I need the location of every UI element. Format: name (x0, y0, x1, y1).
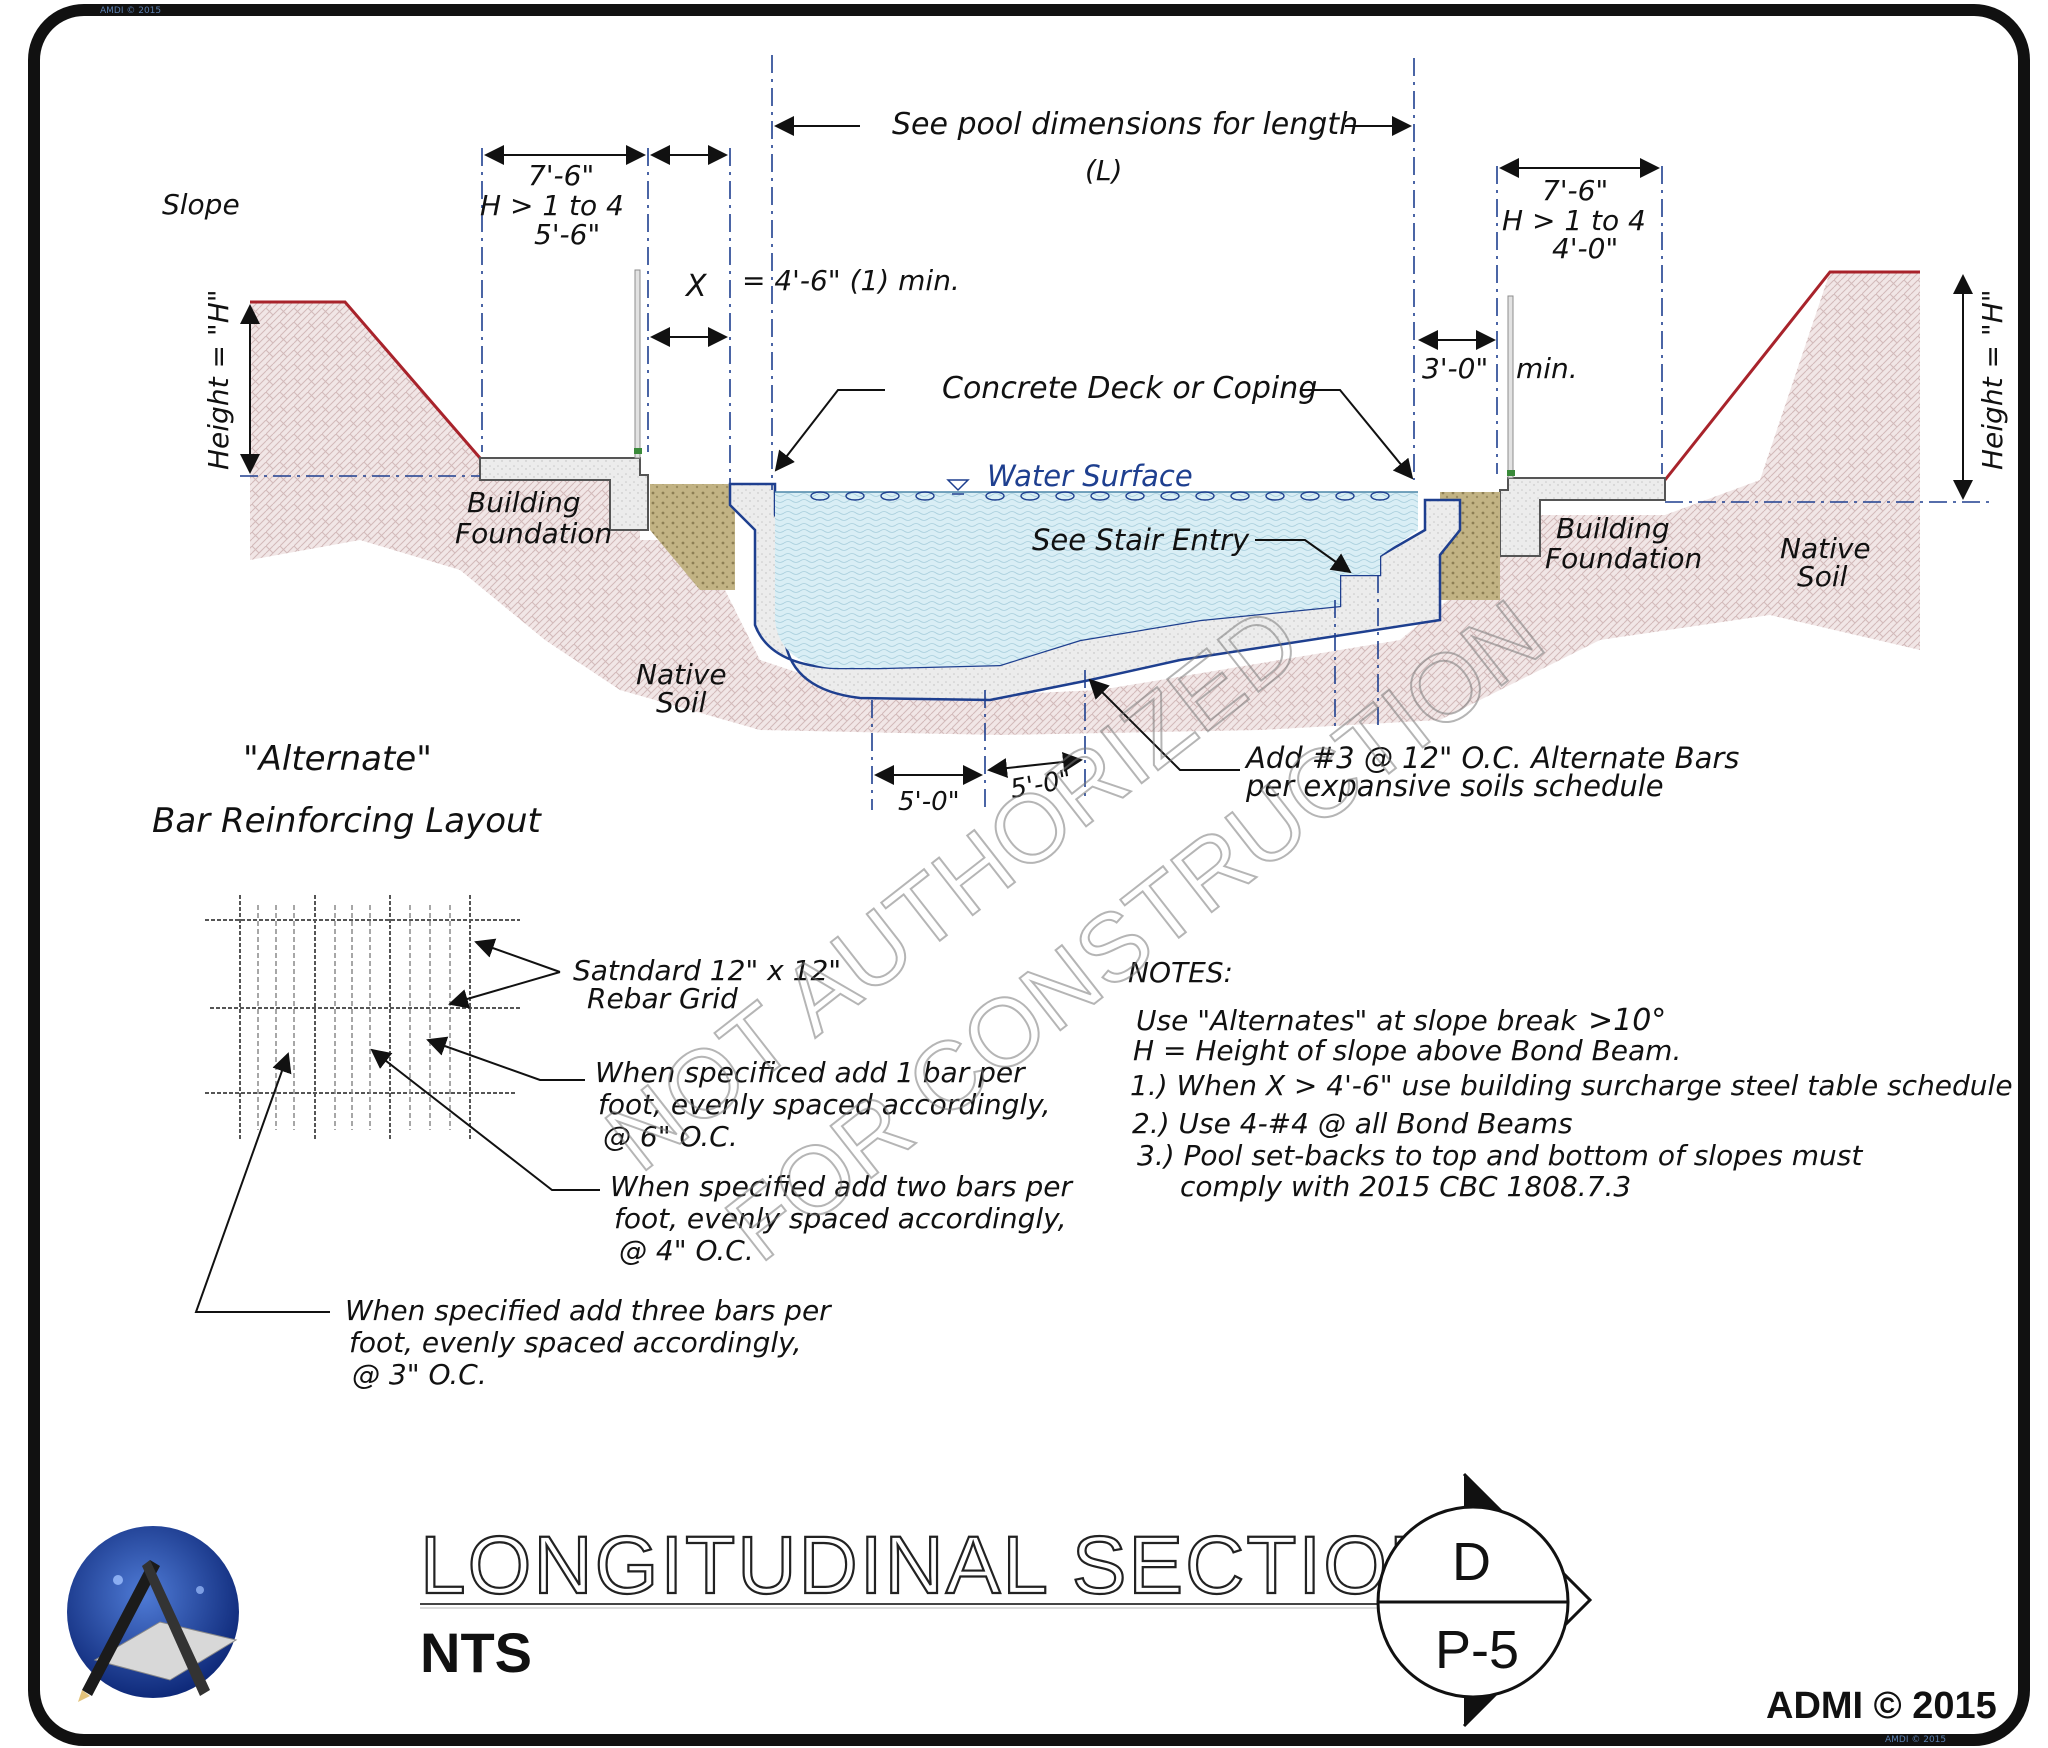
grid-leader-1 (474, 938, 561, 973)
notes-line6: comply with 2015 CBC 1808.7.3 (1180, 1170, 1631, 1203)
left-setback-top: 7'-6" (528, 159, 594, 192)
pool-length-note: See pool dimensions for length (892, 107, 1358, 142)
alternate-bars (257, 905, 451, 1130)
grid-leader-2 (448, 971, 561, 1009)
right-height-label: Height = "H" (1976, 289, 2009, 470)
sheet-number: P-5 (1435, 1620, 1519, 1680)
alt-bars-leader (1088, 678, 1240, 771)
one-bar-line2: foot, evenly spaced accordingly, (598, 1088, 1050, 1121)
alt-bars-line2: per expansive soils schedule (1245, 769, 1664, 803)
two-bars-line1: When specified add two bars per (610, 1170, 1074, 1203)
right-setback-middle: H > 1 to 4 (1502, 204, 1646, 237)
pool-length-symbol: (L) (1085, 154, 1122, 187)
stair-label: See Stair Entry (1032, 523, 1250, 557)
notes-heading: NOTES: (1128, 956, 1233, 989)
right-foundation-line2: Foundation (1545, 542, 1702, 575)
right-green-marker (1507, 470, 1515, 476)
native-soil-mass (250, 272, 1920, 735)
detail-letter: D (1452, 1532, 1491, 1592)
right-min-suffix: min. (1516, 352, 1578, 385)
left-green-marker (634, 448, 642, 454)
sheet-border (28, 4, 2030, 1746)
right-min-value: 3'-0" (1422, 352, 1488, 385)
pool-shell (728, 482, 1462, 702)
water-surface-marks (810, 491, 1390, 501)
rebar-title-line1: "Alternate" (243, 739, 432, 779)
floor-dim-2 (987, 752, 1083, 778)
left-setback-bottom: 5'-6" (534, 218, 600, 251)
notes-line5: 3.) Pool set-backs to top and bottom of … (1137, 1139, 1863, 1172)
tiny-copyright-top: AMDI © 2015 (100, 6, 161, 16)
rebar-grid (205, 895, 520, 1140)
one-bar-line1: When specificed add 1 bar per (595, 1056, 1026, 1089)
notes-line1-value: >10° (1588, 1003, 1666, 1038)
two-bars-line2: foot, evenly spaced accordingly, (614, 1202, 1066, 1235)
left-native-soil-line2: Soil (656, 686, 707, 719)
water-level-icon (946, 479, 970, 495)
left-gravel-backfill (650, 484, 735, 590)
left-building-foundation (479, 457, 649, 531)
grid-label-line2: Rebar Grid (587, 982, 738, 1015)
grid-label-line1: Satndard 12" x 12" (573, 954, 841, 987)
notes-line1-text: Use "Alternates" at slope break (1136, 1004, 1578, 1037)
tiny-copyright-bottom: AMDI © 2015 (1885, 1735, 1946, 1745)
notes-line3: 1.) When X > 4'-6" use building surcharg… (1130, 1069, 2013, 1102)
deck-leader-right (1300, 389, 1414, 480)
sheet-title: LONGITUDINAL SECTION (420, 1520, 1450, 1611)
water-surface-label: Water Surface (987, 459, 1193, 493)
left-native-soil-line1: Native (636, 658, 727, 691)
left-slope-line (250, 300, 482, 459)
right-building-foundation (1499, 477, 1666, 557)
rebar-title-line2: Bar Reinforcing Layout (152, 801, 543, 841)
copyright-label: ADMI © 2015 (1766, 1685, 1997, 1727)
three-bars-line2: foot, evenly spaced accordingly, (349, 1326, 801, 1359)
notes-line4: 2.) Use 4-#4 @ all Bond Beams (1132, 1107, 1573, 1140)
two-bars-line3: @ 4" O.C. (619, 1234, 754, 1267)
right-wall-post (1507, 295, 1514, 479)
right-slope-line (1663, 270, 1920, 481)
slope-label: Slope (162, 188, 240, 221)
left-height-label: Height = "H" (202, 289, 235, 470)
x-equation: = 4'-6" (1) min. (742, 264, 960, 297)
three-bars-leader (194, 1052, 330, 1313)
pool-water (775, 492, 1418, 668)
two-bars-leader (370, 1048, 600, 1191)
three-bars-line3: @ 3" O.C. (352, 1358, 487, 1391)
right-setback-top: 7'-6" (1542, 174, 1608, 207)
one-bar-line3: @ 6" O.C. (603, 1120, 738, 1153)
left-setback-middle: H > 1 to 4 (480, 189, 624, 222)
right-foundation-line1: Building (1556, 512, 1670, 545)
right-native-soil-line2: Soil (1797, 560, 1848, 593)
detail-callout (1376, 1472, 1593, 1728)
stair-leader (1255, 539, 1352, 574)
left-foundation-line2: Foundation (455, 517, 612, 550)
notes-line2: H = Height of slope above Bond Beam. (1133, 1034, 1681, 1067)
scale-label: NTS (420, 1621, 532, 1684)
left-foundation-line1: Building (467, 486, 581, 519)
deck-label: Concrete Deck or Coping (942, 371, 1317, 406)
deck-leader-left (774, 389, 885, 472)
admi-logo-icon (67, 1526, 239, 1702)
right-native-soil-line1: Native (1780, 532, 1871, 565)
alt-bars-line1: Add #3 @ 12" O.C. Alternate Bars (1244, 741, 1739, 775)
three-bars-line1: When specified add three bars per (345, 1294, 832, 1327)
left-wall-post (634, 269, 641, 459)
x-symbol: X (684, 269, 708, 304)
floor-dim-1-label: 5'-0" (898, 787, 960, 817)
right-setback-bottom: 4'-0" (1552, 232, 1618, 265)
one-bar-leader (426, 1036, 585, 1081)
